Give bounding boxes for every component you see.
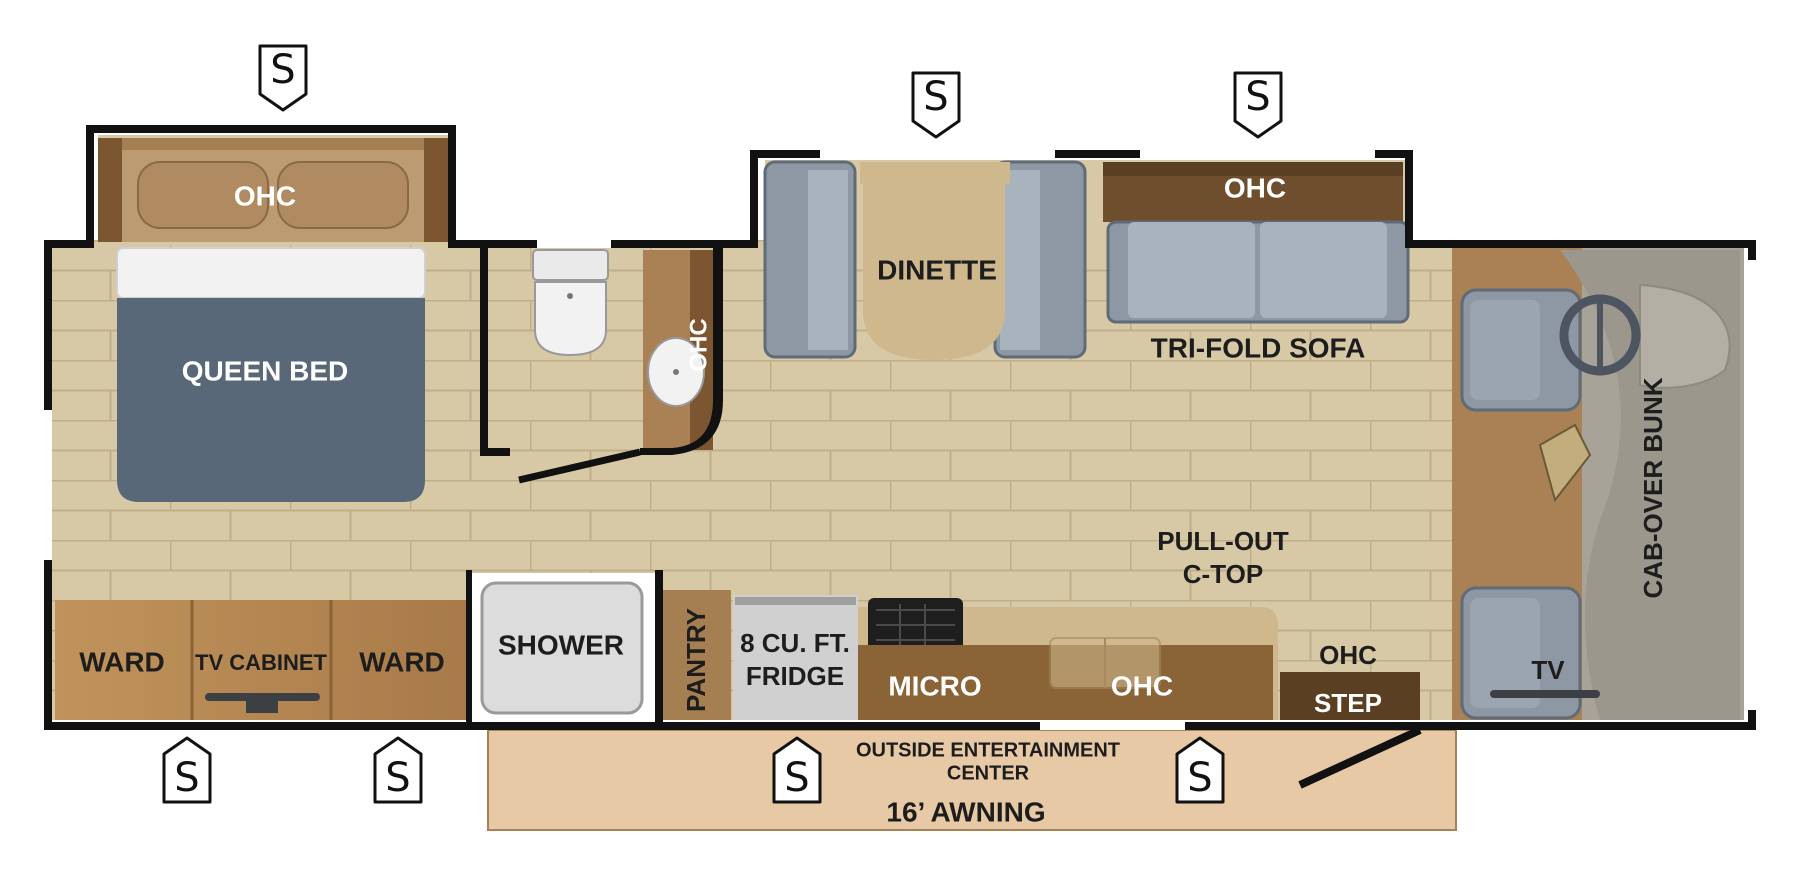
label-pull-out-line2: C-TOP <box>1183 559 1263 589</box>
label-shower: SHOWER <box>498 629 624 660</box>
label-awning: 16’ AWNING <box>886 796 1045 827</box>
slide-out-badge: S <box>1175 736 1225 804</box>
slide-out-badge-shape <box>162 736 212 804</box>
dinette <box>763 160 1087 360</box>
label-tri-fold-sofa: TRI-FOLD SOFA <box>1151 332 1366 363</box>
slide-out-badge: S <box>162 736 212 804</box>
slide-out-badge: S <box>373 736 423 804</box>
slide-out-badge-shape <box>1175 736 1225 804</box>
label-step: STEP <box>1314 688 1382 718</box>
bedroom <box>98 138 448 502</box>
slide-out-badge-shape <box>258 44 308 112</box>
walls <box>44 125 1756 789</box>
slide-out-badge: S <box>1233 71 1283 139</box>
slide-out-badge: S <box>911 71 961 139</box>
label-queen-bed: QUEEN BED <box>182 355 348 386</box>
label-fridge-line1: 8 CU. FT. <box>740 628 850 658</box>
awning <box>487 729 1457 831</box>
slide-out-badge-label: S <box>385 755 410 801</box>
slide-out-badge-shape <box>911 71 961 139</box>
cab-area <box>1452 248 1744 720</box>
shower <box>472 573 662 720</box>
slide-out-badge-label: S <box>784 755 809 801</box>
slide-out-badge-shape <box>1233 71 1283 139</box>
label-ohc-bed: OHC <box>234 180 296 211</box>
slide-badges: S S S S S S S <box>162 44 1283 804</box>
slide-out-badge: S <box>772 736 822 804</box>
label-pull-out-line1: PULL-OUT <box>1157 526 1289 556</box>
label-ward-right: WARD <box>359 646 445 677</box>
label-micro: MICRO <box>888 670 981 701</box>
slide-out-badge-label: S <box>923 74 948 120</box>
slide-out-badge-label: S <box>1187 755 1212 801</box>
label-cab-over-bunk: CAB-OVER BUNK <box>1638 377 1668 598</box>
label-pantry: PANTRY <box>681 608 711 712</box>
kitchen <box>663 590 1420 720</box>
slide-out-badge-label: S <box>1245 74 1270 120</box>
slide-out-badge-shape <box>373 736 423 804</box>
wardrobe-row <box>55 600 470 720</box>
slide-out-badge: S <box>258 44 308 112</box>
label-ohc-sofa: OHC <box>1224 172 1286 203</box>
label-tv-cab: TV <box>1531 655 1565 685</box>
label-ohc-bath: OHC <box>685 318 712 371</box>
sofa <box>1103 162 1410 324</box>
label-ward-left: WARD <box>79 646 165 677</box>
label-ohc-kitchen: OHC <box>1111 670 1173 701</box>
slide-out-badge-label: S <box>174 755 199 801</box>
label-outside-ent-line1: OUTSIDE ENTERTAINMENT <box>856 739 1120 761</box>
bathroom <box>532 249 713 450</box>
slide-out-badge-shape <box>772 736 822 804</box>
label-outside-ent-line2: CENTER <box>947 762 1030 784</box>
label-dinette: DINETTE <box>877 254 997 285</box>
label-ohc-step: OHC <box>1319 640 1377 670</box>
label-fridge-line2: FRIDGE <box>746 661 844 691</box>
label-tv-cabinet: TV CABINET <box>195 650 328 675</box>
slide-out-badge-label: S <box>270 47 295 93</box>
